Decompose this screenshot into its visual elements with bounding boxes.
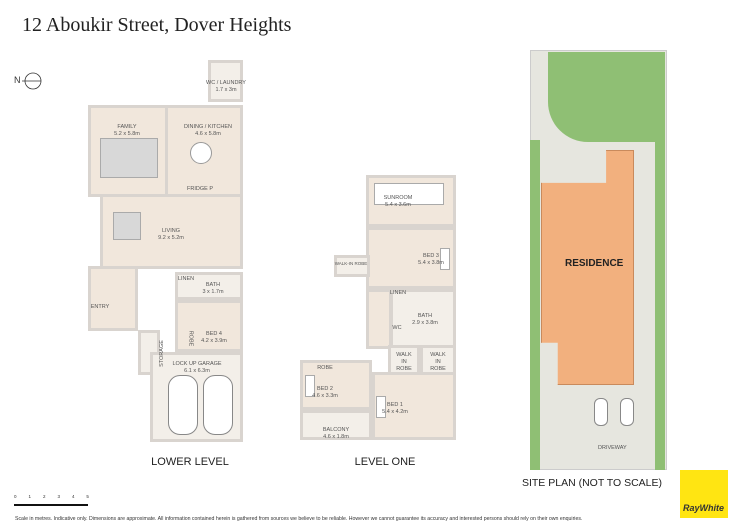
lower-level-caption: LOWER LEVEL	[151, 456, 229, 468]
fixture-label: FRIDGE P	[187, 186, 213, 192]
sunroom-daybed	[374, 183, 444, 205]
north-label: N	[14, 75, 21, 85]
car	[620, 398, 634, 426]
page-title: 12 Aboukir Street, Dover Heights	[22, 14, 292, 36]
room-label: WALK IN ROBE	[430, 352, 446, 372]
room-label: ROBE	[317, 365, 333, 371]
scale-tick: 0	[14, 494, 17, 499]
level-one-caption: LEVEL ONE	[354, 456, 416, 468]
north-arrow-icon: N	[14, 70, 44, 92]
car	[203, 375, 233, 435]
site-plan-caption: SITE PLAN (NOT TO SCALE)	[521, 477, 663, 489]
garden-strip	[530, 140, 540, 470]
room-label: LINEN	[177, 276, 195, 282]
room-balcony	[300, 410, 372, 440]
garden-strip	[655, 140, 665, 470]
room-bath	[175, 272, 243, 300]
room-label: ROBE	[187, 330, 194, 347]
living-rug	[113, 212, 141, 240]
hallway	[366, 289, 392, 349]
scale-bar: 0 1 2 3 4 5	[14, 494, 94, 508]
family-rug	[100, 138, 158, 178]
room-bed-1	[372, 372, 456, 440]
car	[594, 398, 608, 426]
scale-tick: 1	[28, 494, 31, 499]
bed	[376, 396, 386, 418]
room-entry	[88, 266, 138, 331]
dining-table	[190, 142, 212, 164]
room-wc-laundry	[208, 60, 243, 102]
lawn	[548, 52, 665, 142]
disclaimer: Scale in metres. Indicative only. Dimens…	[15, 516, 583, 522]
bed	[440, 248, 450, 270]
room-label: LINEN	[389, 290, 407, 296]
driveway-label: DRIVEWAY	[598, 445, 627, 451]
bed	[305, 375, 315, 397]
room-label: WALK IN ROBE	[396, 352, 412, 372]
room-label: STORAGE	[158, 340, 165, 367]
room-label: WC	[392, 325, 402, 331]
room-label: ENTRY	[90, 304, 110, 310]
room-walk-in-robe	[334, 255, 370, 277]
room-bed-4	[175, 300, 243, 352]
room-bath	[390, 289, 456, 349]
room-label: WALK-IN ROBE	[334, 261, 368, 266]
raywhite-logo: RayWhite	[680, 470, 728, 518]
scale-tick: 4	[71, 494, 75, 499]
scale-tick: 5	[86, 494, 89, 499]
residence-label: RESIDENCE	[565, 258, 624, 269]
scale-tick: 3	[57, 494, 60, 499]
car	[168, 375, 198, 435]
scale-tick: 2	[42, 494, 46, 499]
brand-name: RayWhite	[683, 503, 725, 513]
room-wir-b	[420, 345, 456, 375]
